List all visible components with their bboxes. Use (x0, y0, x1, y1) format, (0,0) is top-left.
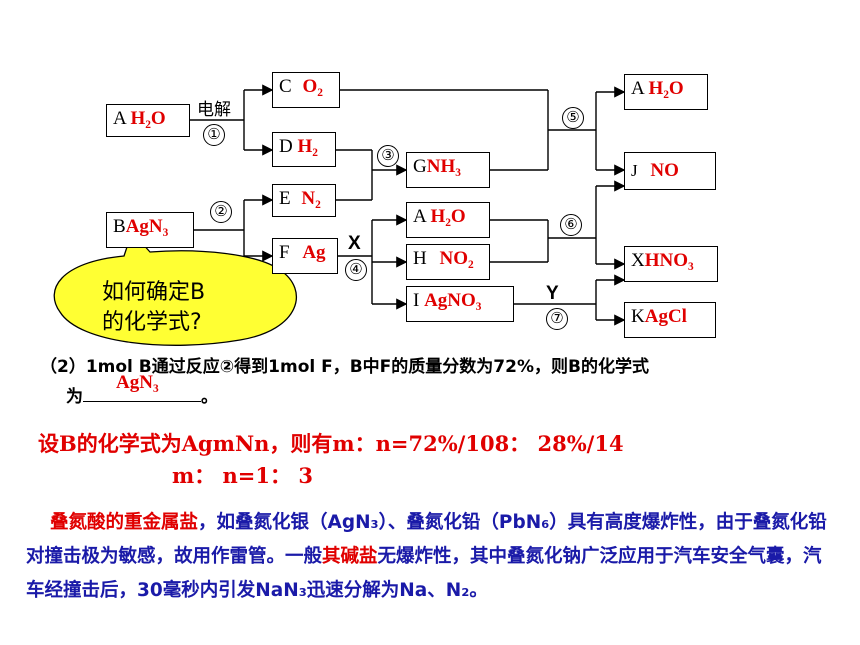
reaction-1-marker: ① (203, 124, 225, 146)
explanation-paragraph: 叠氮酸的重金属盐，如叠氮化银（AgN₃）、叠氮化铅（PbN₆）具有高度爆炸性，由… (26, 506, 836, 608)
bubble-question: 如何确定B 的化学式? (102, 278, 205, 337)
question-prefix: 为 (66, 387, 83, 407)
node-i-silver-nitrate: I AgNO₃ (406, 286, 514, 322)
reaction-6-marker: ⑥ (560, 214, 582, 236)
reaction-3-marker: ③ (377, 145, 399, 167)
speech-bubble (53, 230, 297, 346)
node-d-hydrogen: D H₂ (272, 132, 336, 167)
reaction-7-marker: ⑦ (546, 308, 568, 330)
node-f-silver: F Ag (272, 238, 338, 274)
question-line-2: 为。 (66, 382, 218, 407)
reaction-5-marker: ⑤ (562, 107, 584, 129)
node-a-water-1: A H₂O (106, 104, 190, 137)
paragraph-highlight-1: 叠氮酸的重金属盐 (50, 512, 199, 533)
reaction-4-marker: ④ (345, 259, 367, 281)
paragraph-highlight-2: 其碱盐 (322, 546, 378, 567)
answer-text: AgN₃ (116, 372, 159, 393)
node-b-silver-azide: BAgN₃ (106, 212, 194, 248)
node-g-ammonia: GNH₃ (406, 152, 490, 188)
paragraph-text-2: 无爆炸性，其中叠氮化钠广泛应用于汽车安全气囊，汽车经撞击后，30毫秒内引发NaN… (26, 546, 822, 601)
node-x-nitric-acid: XHNO₃ (624, 246, 718, 282)
bubble-line-2: 的化学式? (102, 309, 202, 335)
node-a-water-3: A H₂O (624, 74, 708, 110)
question-line-1: （2）1mol B通过反应②得到1mol F，B中F的质量分数为72%，则B的化… (40, 357, 649, 377)
reagent-y-label: Y (546, 283, 559, 304)
answer-blank (83, 385, 201, 402)
label-electrolysis: 电解 (197, 100, 231, 120)
node-c-oxygen: C O₂ (272, 72, 340, 108)
paragraph-text-1: ，如叠氮化银（AgN₃）、叠氮化铅（PbN₆）具有高度爆炸性，由于叠氮化铅对撞击… (26, 512, 827, 567)
calc-line-2: m： n=1： 3 (172, 463, 313, 488)
node-a-water-2: A H₂O (406, 202, 490, 238)
node-k-silver-chloride: KAgCl (624, 302, 716, 338)
calc-line-1: 设B的化学式为AgmNn，则有m：n=72%/108： 28%/14 (38, 431, 624, 456)
node-j-nitric-oxide: J NO (624, 152, 716, 190)
reaction-2-marker: ② (210, 201, 232, 223)
reagent-x-label: X (348, 233, 361, 254)
question-suffix: 。 (201, 387, 218, 407)
bubble-line-1: 如何确定B (102, 280, 206, 305)
node-h-nitrogen-dioxide: H NO₂ (406, 244, 490, 280)
node-e-nitrogen: E N₂ (272, 184, 336, 217)
